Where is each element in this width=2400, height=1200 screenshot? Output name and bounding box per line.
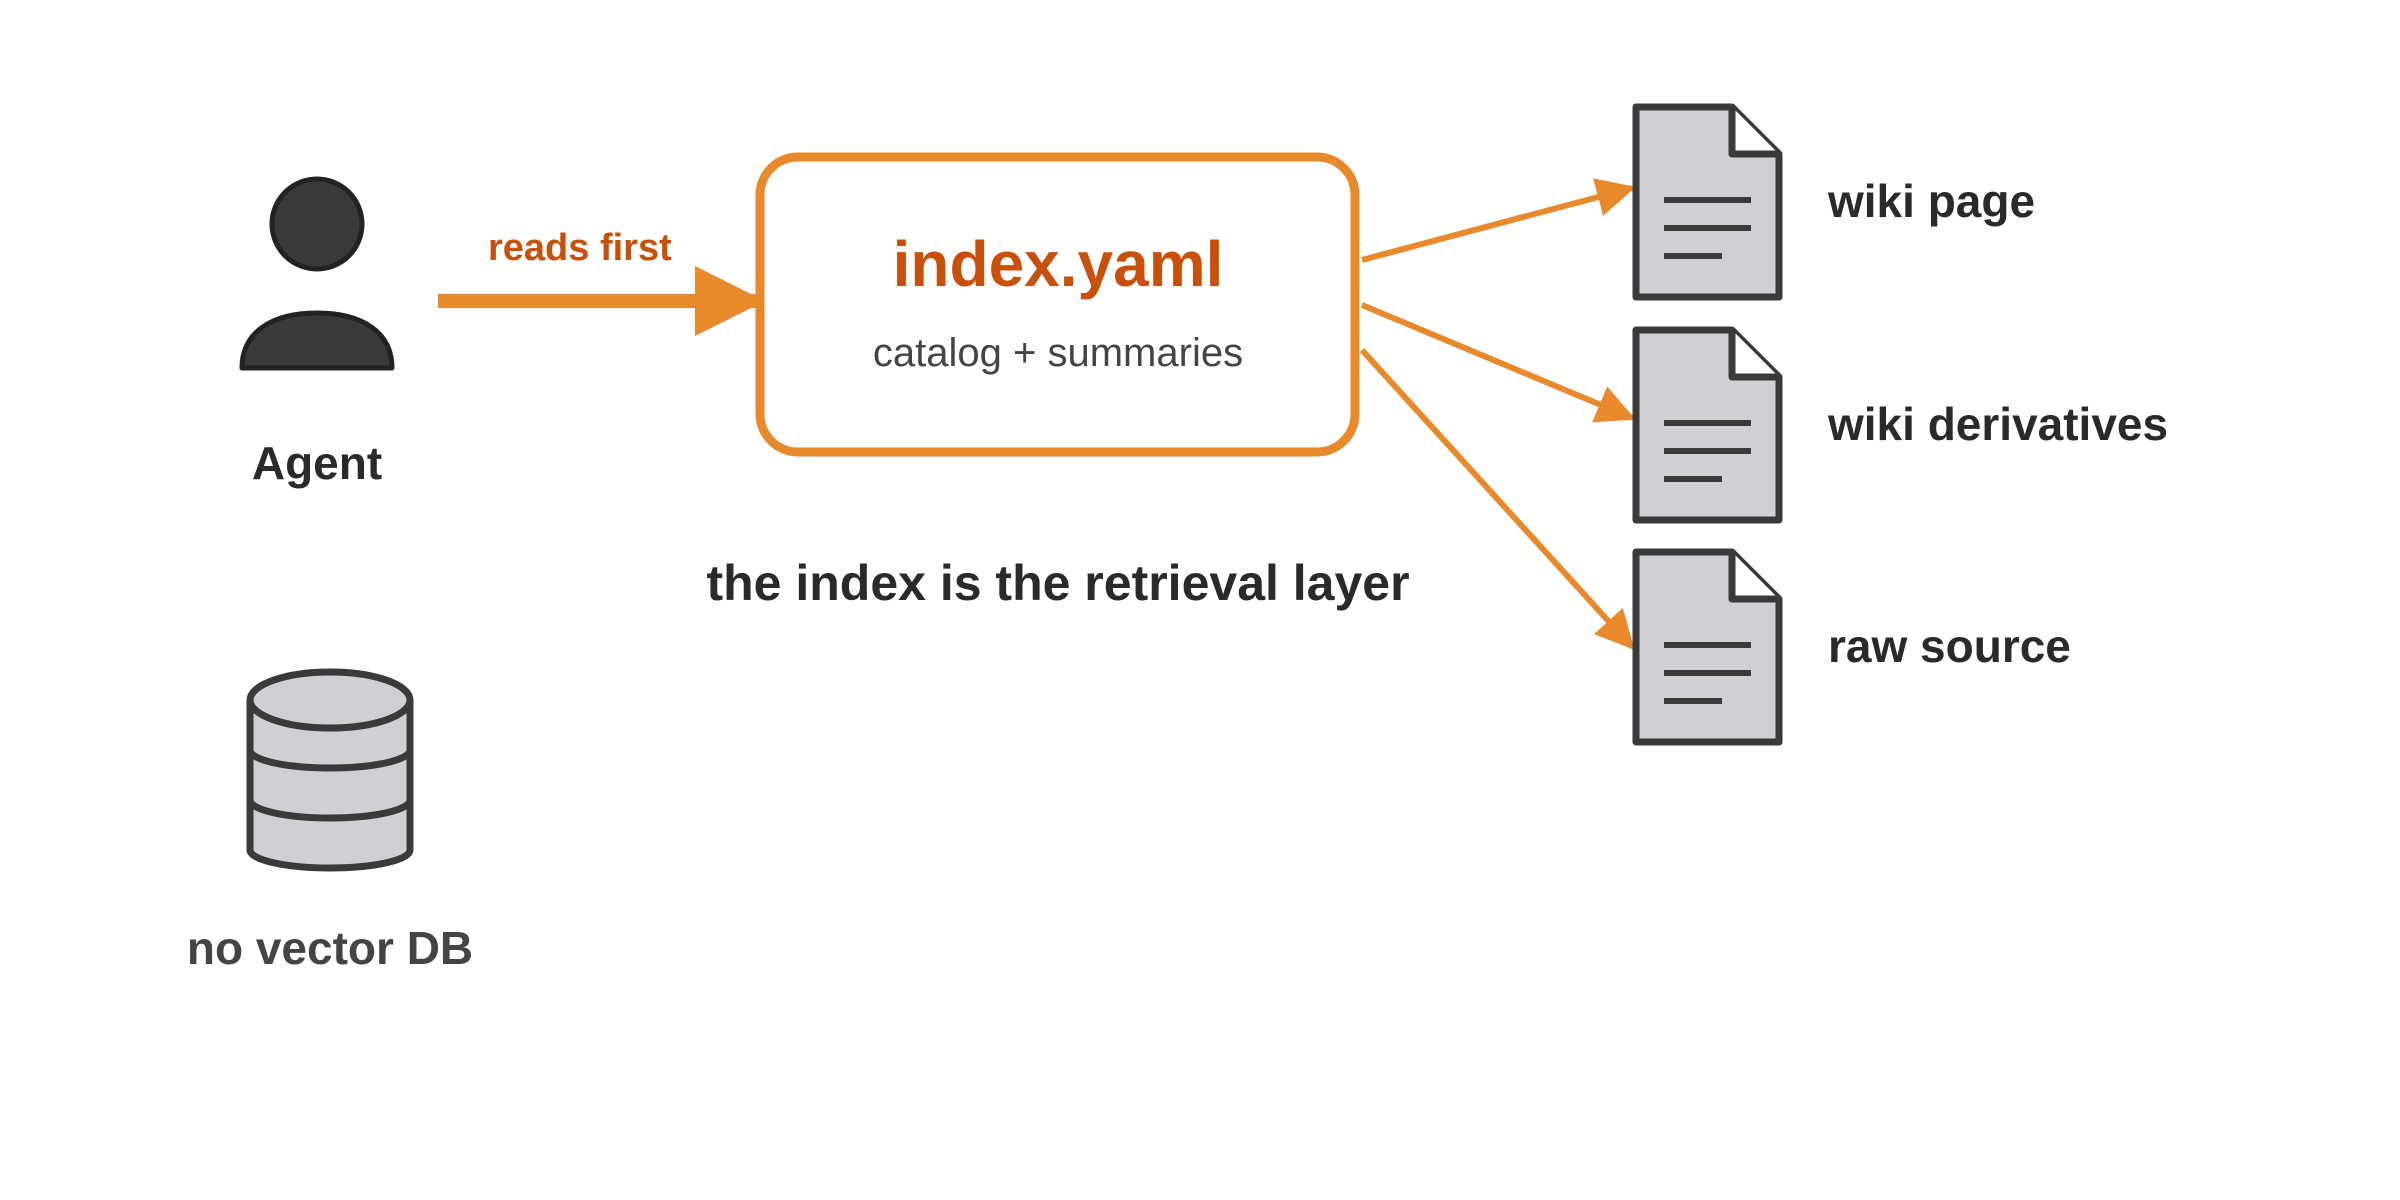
doc-label-wiki-page: wiki page (1828, 175, 2036, 227)
document-icon (1632, 103, 1783, 301)
doc-label-wiki-derivatives: wiki derivatives (1828, 398, 2169, 450)
doc-label-raw-source: raw source (1828, 620, 2071, 672)
document-icon (1632, 326, 1783, 524)
arrow-to-raw-source (1359, 347, 1635, 650)
reads-first-label: reads first (488, 227, 672, 269)
person-icon (239, 176, 395, 371)
arrow-to-wiki-page (1361, 178, 1636, 263)
document-icon (1632, 548, 1783, 746)
arrow-to-wiki-derivatives (1360, 302, 1636, 423)
index-node[interactable] (755, 152, 1360, 457)
database-icon (246, 668, 414, 872)
